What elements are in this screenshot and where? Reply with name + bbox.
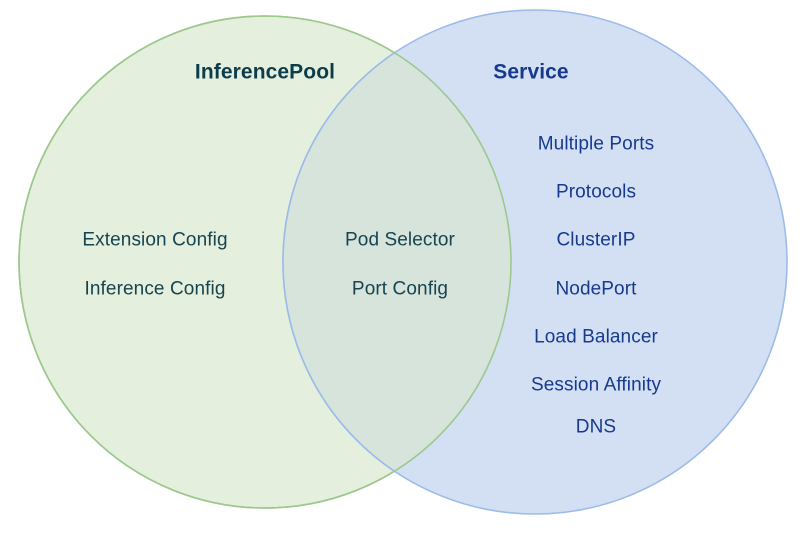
circle-intersection-region [282,16,511,508]
set-title-inferencepool: InferencePool [194,60,336,84]
item-service-5: Session Affinity [530,374,662,396]
item-service-2: ClusterIP [556,229,636,251]
item-inferencepool-1: Inference Config [84,278,226,300]
item-inferencepool-0: Extension Config [82,229,228,251]
item-service-1: Protocols [555,181,637,203]
item-shared-1: Port Config [351,278,449,300]
circle-inferencepool-outline [18,15,512,509]
item-service-6: DNS [575,416,617,438]
item-service-4: Load Balancer [534,326,658,348]
item-service-3: NodePort [555,278,637,300]
set-title-service: Service [493,60,569,84]
item-service-0: Multiple Ports [537,133,655,155]
item-shared-0: Pod Selector [345,229,455,251]
